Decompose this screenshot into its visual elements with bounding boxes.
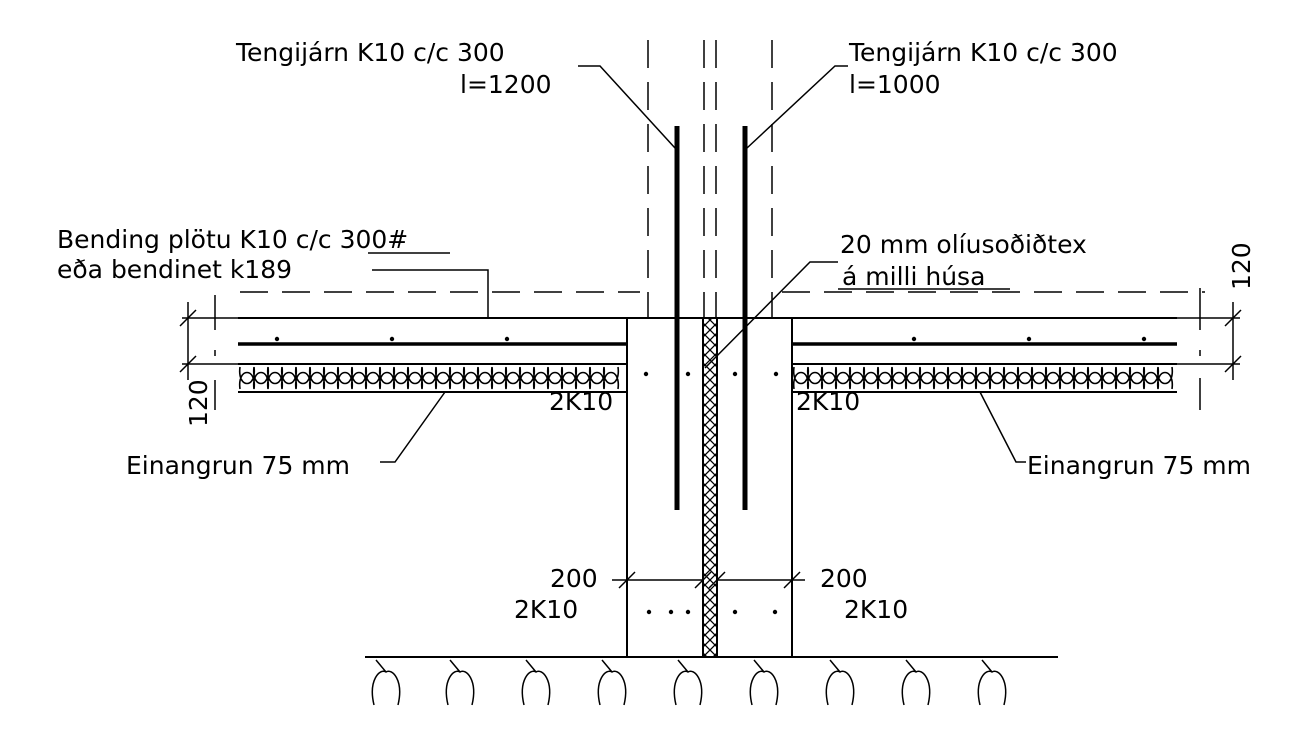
soil-symbol <box>445 659 475 706</box>
joint-fill-hatch <box>703 318 717 657</box>
dimension-right <box>1177 288 1242 410</box>
wall-width-left: 200 <box>550 564 598 593</box>
wall-rebar-lower <box>646 609 778 615</box>
soil-symbol <box>977 659 1007 706</box>
soil-symbol <box>825 659 855 706</box>
wall-bar-left-top: 2K10 <box>549 387 613 416</box>
joint-fill-label: 20 mm olíusoðiðtex <box>840 230 1087 259</box>
soil-symbol <box>749 659 779 706</box>
dimension-wall-width <box>612 571 805 589</box>
slab-rebar-alt-label: eða bendinet k189 <box>57 255 292 284</box>
slab-right <box>732 317 1177 393</box>
soil-symbols <box>371 659 1007 706</box>
wall-bar-right-top: 2K10 <box>796 387 860 416</box>
tie-right-label: Tengijárn K10 c/c 300 <box>848 38 1118 67</box>
insulation-right <box>792 366 1174 390</box>
insulation-left-label: Einangrun 75 mm <box>126 451 350 480</box>
leader-lines <box>372 65 1026 463</box>
tie-left-label: Tengijárn K10 c/c 300 <box>235 38 505 67</box>
soil-symbol <box>673 659 703 706</box>
insulation-left <box>238 366 620 390</box>
soil-symbol <box>521 659 551 706</box>
tie-left-length: l=1200 <box>460 70 552 99</box>
soil-symbol <box>597 659 627 706</box>
tie-right-length: l=1000 <box>849 70 941 99</box>
slab-rebar-label: Bending plötu K10 c/c 300# <box>57 225 408 254</box>
wall-above-dashed <box>647 40 773 318</box>
wall-width-right: 200 <box>820 564 868 593</box>
insulation-right-label: Einangrun 75 mm <box>1027 451 1251 480</box>
foundation-walls <box>626 317 793 657</box>
dim-120-left: 120 <box>184 379 213 427</box>
slab-left <box>238 317 691 393</box>
soil-symbol <box>901 659 931 706</box>
wall-bar-left-bottom: 2K10 <box>514 595 578 624</box>
soil-symbol <box>371 659 401 706</box>
dimension-left <box>179 295 238 410</box>
dim-120-right: 120 <box>1227 242 1256 290</box>
joint-fill-label-2: á milli húsa <box>842 262 985 291</box>
wall-bar-right-bottom: 2K10 <box>844 595 908 624</box>
